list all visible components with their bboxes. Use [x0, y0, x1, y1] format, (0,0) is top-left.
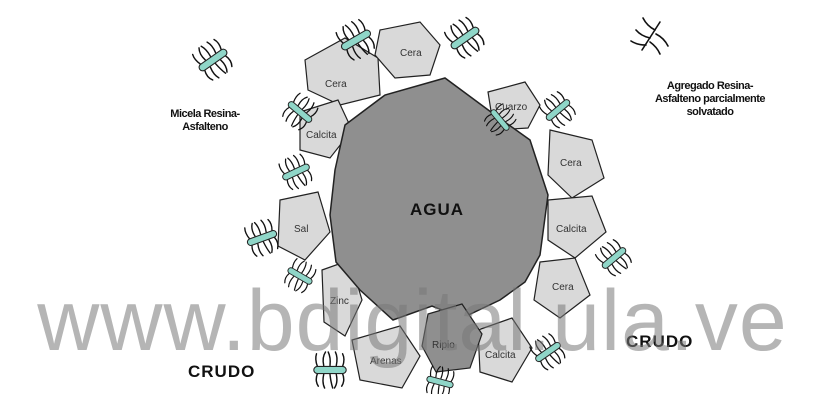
aggregate-legend-line2: Asfalteno parcialmente [625, 93, 795, 106]
particle-label: Cuarzo [495, 102, 527, 113]
micelle-legend-line2: Asfalteno [140, 121, 270, 134]
particle-label: Cera [400, 48, 422, 59]
micelle-legend: Micela Resina- Asfalteno [140, 108, 270, 134]
molecule [441, 14, 488, 62]
particle-label: Cera [325, 79, 347, 90]
particle-label: Calcita [556, 224, 587, 235]
molecule [189, 36, 236, 84]
solvated-aggregate [631, 18, 668, 54]
aggregate-legend-line3: solvatado [625, 106, 795, 119]
micelle-legend-line1: Micela Resina- [140, 108, 270, 121]
particle-label: Sal [294, 224, 308, 235]
water-label: AGUA [410, 200, 464, 220]
particle-label: Calcita [306, 130, 337, 141]
watermark-text: www.bdigital.ula.ve [0, 272, 825, 371]
aggregate-legend: Agregado Resina- Asfalteno parcialmente … [625, 80, 795, 119]
molecule [537, 88, 580, 131]
aggregate-legend-line1: Agregado Resina- [625, 80, 795, 93]
molecule [242, 217, 282, 259]
molecule [276, 151, 316, 192]
particle-label: Cera [560, 158, 582, 169]
